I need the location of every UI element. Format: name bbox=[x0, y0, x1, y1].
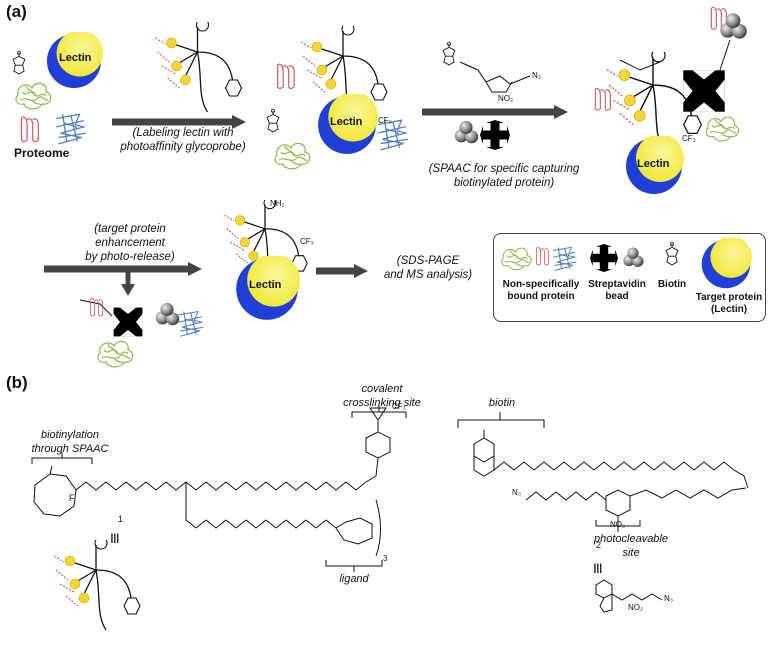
legend-target-label: Target protein (Lectin) bbox=[690, 292, 768, 316]
enhancement-caption: (target protein enhancement by photo-rel… bbox=[60, 222, 200, 264]
equiv-symbol-1: III bbox=[110, 530, 120, 546]
legend-nonspecific-label: Non-specifically bound protein bbox=[496, 279, 586, 303]
n3-label-b: N₃ bbox=[512, 488, 522, 497]
legend-target-line-2: (Lectin) bbox=[710, 304, 748, 315]
labeled-lectin-complex bbox=[266, 26, 409, 170]
compound-1-structure bbox=[31, 406, 407, 572]
equiv-symbol-2: III bbox=[593, 560, 603, 576]
nh2-label: NH₂ bbox=[270, 199, 285, 208]
analysis-caption-line-2: and MS analysis) bbox=[383, 269, 473, 281]
legend-nonspecific-line-2: bound protein bbox=[507, 291, 575, 302]
n3-label-a: N₃ bbox=[532, 71, 542, 80]
spaac-annotation: biotinylation through SPAAC bbox=[20, 428, 120, 456]
legend-nonspecific-line-1: Non-specifically bbox=[502, 279, 580, 290]
compound-1-number: 1 bbox=[118, 514, 124, 524]
labeling-caption: (Labeling lectin with photoaffinity glyc… bbox=[108, 126, 258, 154]
fluoro-label: F bbox=[69, 493, 75, 503]
legend-streptavidin-line-1: Streptavidin bbox=[588, 279, 646, 290]
labeling-caption-line-2: photoaffinity glycoprobe) bbox=[120, 141, 246, 153]
enhancement-caption-line-1: (target protein bbox=[94, 223, 166, 235]
biotin-icon bbox=[12, 50, 26, 75]
spaac-caption-line-1: (SPAAC for specific capturing bbox=[428, 163, 580, 175]
compound-2-structure bbox=[457, 412, 749, 613]
legend-box bbox=[493, 233, 766, 322]
labeling-caption-line-1: (Labeling lectin with bbox=[132, 127, 234, 139]
n3-label-c: N₃ bbox=[664, 594, 674, 603]
blue-protein-icon bbox=[55, 113, 87, 145]
compound-1-cartoon bbox=[53, 540, 141, 631]
streptavidin-bead-balls bbox=[454, 120, 479, 144]
released-bead-complex bbox=[79, 297, 204, 368]
panel-a-label: (a) bbox=[6, 2, 27, 21]
photocleavable-line-2: site bbox=[622, 547, 640, 559]
cf3-label-a3: CF₃ bbox=[300, 237, 314, 246]
red-protein-icon bbox=[20, 116, 39, 143]
spaac-annotation-line-2: through SPAAC bbox=[31, 443, 109, 455]
spaac-caption-line-2: biotinylated protein) bbox=[453, 177, 555, 189]
no2-label-b: NO₂ bbox=[610, 520, 626, 529]
panel-b-label: (b) bbox=[6, 373, 28, 392]
lectin-label-2: Lectin bbox=[330, 116, 363, 128]
streptavidin-bead-icon bbox=[480, 120, 510, 150]
spaac-annotation-line-1: biotinylation bbox=[40, 429, 100, 441]
analysis-caption-line-1: (SDS-PAGE bbox=[396, 255, 460, 267]
legend-target-line-1: Target protein bbox=[695, 292, 763, 303]
enhanced-lectin bbox=[223, 200, 308, 320]
biotin-annotation: biotin bbox=[488, 397, 516, 409]
analysis-caption: (SDS-PAGE and MS analysis) bbox=[372, 254, 484, 282]
ligand-annotation: ligand bbox=[339, 573, 369, 585]
glycoprobe-structure bbox=[154, 22, 243, 113]
crosslink-annotation: covalent crosslinking site bbox=[326, 382, 438, 410]
legend-streptavidin-label: Streptavidin bead bbox=[584, 279, 650, 303]
crosslink-line-1: covalent bbox=[361, 383, 403, 395]
subscript-3-label: 3 bbox=[383, 554, 388, 563]
legend-biotin-label: Biotin bbox=[657, 279, 687, 290]
proteome-label: Proteome bbox=[14, 146, 70, 160]
enhancement-caption-line-2: enhancement bbox=[95, 237, 165, 249]
no2-label-a: NO₂ bbox=[498, 94, 514, 103]
proteome-group bbox=[12, 32, 103, 145]
enhancement-caption-line-3: by photo-release) bbox=[85, 251, 175, 263]
crosslink-line-2: crosslinking site bbox=[343, 397, 421, 409]
lectin-label-3: Lectin bbox=[637, 158, 670, 170]
photocleavable-line-1: photocleavable bbox=[593, 533, 668, 545]
lectin-label-1: Lectin bbox=[59, 52, 92, 64]
legend-streptavidin-line-2: bead bbox=[605, 291, 629, 302]
spaac-caption: (SPAAC for specific capturing biotinylat… bbox=[418, 162, 590, 190]
cf3-label-a1: CF₃ bbox=[378, 116, 392, 125]
cf3-label-a2: CF₃ bbox=[682, 134, 696, 143]
no2-label-c: NO₂ bbox=[628, 603, 644, 612]
photocleavable-annotation: photocleavable site bbox=[586, 532, 676, 560]
nonspecific-protein-icon bbox=[15, 82, 52, 110]
compound-2-number: 2 bbox=[596, 540, 602, 550]
captured-complex bbox=[594, 6, 747, 194]
lectin-label-4: Lectin bbox=[249, 279, 282, 291]
cf3-label-b: CF₃ bbox=[392, 402, 406, 411]
spaac-reagent-structure bbox=[442, 41, 531, 93]
